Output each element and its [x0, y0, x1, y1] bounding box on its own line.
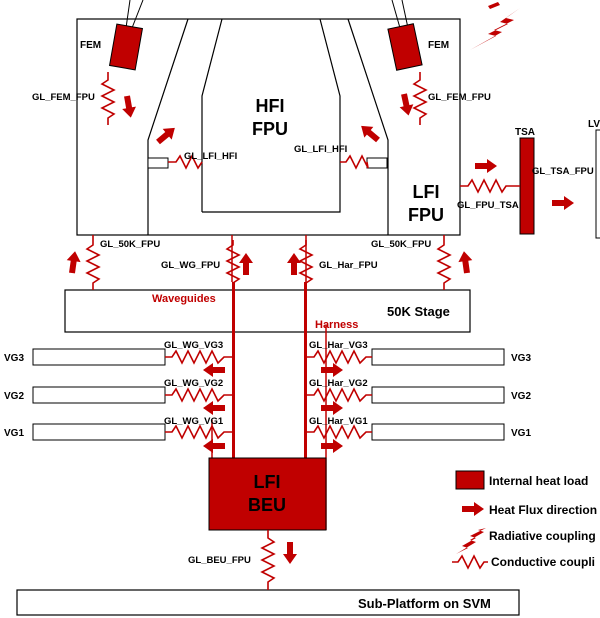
radiative-bolt-icon [470, 8, 520, 50]
lv-label: LV [588, 119, 600, 130]
gl-har-vg1-label: GL_Har_VG1 [309, 416, 368, 427]
hfi-fpu-label-1: HFI [256, 96, 285, 116]
gl-wg-vg2-spring [165, 387, 232, 403]
lfi-fpu-label-2: FPU [408, 205, 444, 225]
gl-fpu-tsa-spring [460, 178, 520, 194]
tsa-label: TSA [515, 127, 535, 138]
gl-lfi-hfi-left-spring [168, 154, 203, 170]
gl-beu-fpu-label: GL_BEU_FPU [188, 555, 251, 566]
fpu-left-wedge [147, 18, 189, 235]
gl-har-vg2-spring [307, 387, 372, 403]
gl-wg-fpu-label: GL_WG_FPU [161, 260, 220, 271]
vg1-left-box [32, 423, 166, 441]
gl-har-fpu-spring [298, 240, 314, 290]
gl-fem-fpu-left-spring [100, 72, 116, 125]
fem-left-block [108, 0, 144, 71]
gl-wg-vg1-spring [165, 424, 232, 440]
lfi-beu-label-2: BEU [248, 495, 286, 515]
legend: Internal heat load Heat Flux direction R… [452, 470, 597, 570]
gl-50k-fpu-right-spring [436, 235, 452, 290]
legend-heat-flux-label: Heat Flux direction [489, 503, 597, 517]
legend-radiative-label: Radiative coupling [489, 529, 596, 543]
stage-50k-label: 50K Stage [387, 304, 450, 319]
gl-lfi-hfi-right-label: GL_LFI_HFI [294, 144, 347, 155]
fem-right-label: FEM [428, 40, 449, 51]
gl-wg-vg3-spring [165, 349, 232, 365]
lfi-hfi-pad-left [147, 157, 169, 169]
vg1-left-label: VG1 [4, 428, 24, 439]
lv-partial-box [595, 129, 600, 239]
legend-radiative-icon [456, 528, 486, 554]
vg2-left-label: VG2 [4, 391, 24, 402]
waveguides-label: Waveguides [152, 293, 216, 305]
hfi-fpu-shape [201, 18, 341, 213]
vg3-left-label: VG3 [4, 353, 24, 364]
gl-50k-fpu-left-label: GL_50K_FPU [100, 239, 160, 250]
gl-fem-fpu-right-label: GL_FEM_FPU [428, 92, 491, 103]
hfi-fpu-label-2: FPU [252, 119, 288, 139]
gl-lfi-hfi-right-spring [340, 154, 369, 170]
legend-conductive-label: Conductive coupli [491, 555, 595, 569]
gl-fpu-tsa-label: GL_FPU_TSA [457, 200, 519, 211]
lfi-beu-box [208, 457, 327, 531]
gl-tsa-fpu-label: GL_TSA_FPU [532, 166, 594, 177]
radiative-tick-icon [488, 2, 500, 9]
gl-fem-fpu-left-label: GL_FEM_FPU [32, 92, 95, 103]
stage-50k-box [64, 289, 471, 333]
fem-right-block [387, 0, 423, 71]
vg3-right-box [371, 348, 505, 366]
lfi-hfi-pad-right [366, 157, 388, 169]
fem-left-label: FEM [80, 40, 101, 51]
gl-wg-vg1-label: GL_WG_VG1 [164, 416, 224, 427]
vg3-right-label: VG3 [511, 353, 531, 364]
legend-conductive-icon [452, 554, 488, 570]
fpu-box [76, 18, 461, 236]
vg2-right-label: VG2 [511, 391, 531, 402]
gl-wg-fpu-spring [225, 240, 241, 290]
legend-internal-heat-icon [455, 470, 485, 490]
vg1-right-box [371, 423, 505, 441]
sub-platform-label: Sub-Platform on SVM [358, 596, 491, 611]
lfi-beu-label-1: LFI [254, 472, 281, 492]
gl-wg-vg2-label: GL_WG_VG2 [164, 378, 223, 389]
harness-label: Harness [315, 319, 358, 331]
tsa-block [519, 137, 535, 235]
vg2-left-box [32, 386, 166, 404]
gl-har-vg1-spring [307, 424, 372, 440]
legend-heat-flux-icon [462, 502, 484, 516]
lfi-fpu-label-1: LFI [413, 182, 440, 202]
gl-50k-fpu-right-label: GL_50K_FPU [371, 239, 431, 250]
harness-column [304, 282, 307, 459]
gl-wg-vg3-label: GL_WG_VG3 [164, 340, 223, 351]
gl-beu-fpu-spring [260, 530, 276, 590]
gl-lfi-hfi-left-label: GL_LFI_HFI [184, 151, 237, 162]
vg1-right-label: VG1 [511, 428, 531, 439]
waveguides-column [232, 282, 235, 459]
gl-50k-fpu-left-spring [85, 235, 101, 290]
vg2-right-box [371, 386, 505, 404]
gl-har-fpu-label: GL_Har_FPU [319, 260, 378, 271]
fpu-right-wedge [347, 18, 389, 235]
legend-internal-heat-label: Internal heat load [489, 474, 588, 488]
gl-har-vg2-label: GL_Har_VG2 [309, 378, 368, 389]
gl-har-vg3-label: GL_Har_VG3 [309, 340, 368, 351]
gl-har-vg3-spring [307, 349, 372, 365]
vg3-left-box [32, 348, 166, 366]
gl-fem-fpu-right-spring [412, 72, 428, 125]
